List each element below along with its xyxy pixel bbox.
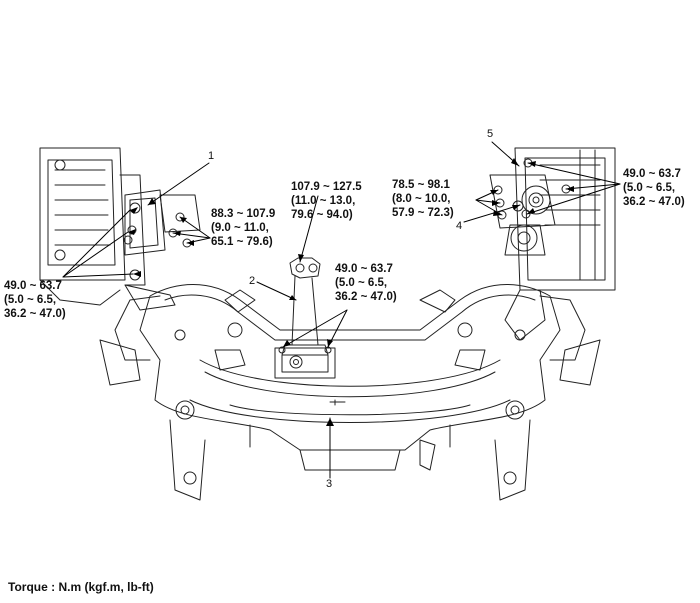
torque-right-bracket-lbft: 57.9 ~ 72.3): [392, 207, 454, 219]
callout-1: 1: [208, 150, 215, 162]
torque-roll-rod-top-kgfm: (11.0 ~ 13.0,: [291, 195, 356, 207]
torque-roll-rod-bottom-kgfm: (5.0 ~ 6.5,: [335, 277, 388, 289]
callout-5: 5: [487, 128, 494, 140]
right-side-structure: [504, 147, 616, 341]
torque-left-bracket: 88.3 ~ 107.9 (9.0 ~ 11.0, 65.1 ~ 79.6): [211, 207, 275, 249]
torque-left-mount-kgfm: (5.0 ~ 6.5,: [4, 294, 57, 306]
torque-right-bracket-kgfm: (8.0 ~ 10.0,: [392, 193, 451, 205]
torque-right-mount-kgfm: (5.0 ~ 6.5,: [623, 182, 676, 194]
subframe: [99, 284, 601, 501]
leader-lines: [62, 141, 621, 479]
torque-roll-rod-bottom: 49.0 ~ 63.7 (5.0 ~ 6.5, 36.2 ~ 47.0): [335, 262, 397, 304]
callout-2: 2: [249, 275, 256, 287]
callout-4: 4: [456, 220, 463, 232]
torque-roll-rod-top-nm: 107.9 ~ 127.5: [291, 181, 362, 193]
roll-rod: [274, 257, 336, 379]
torque-right-bracket: 78.5 ~ 98.1 (8.0 ~ 10.0, 57.9 ~ 72.3): [392, 178, 454, 220]
torque-right-mount-lbft: 36.2 ~ 47.0): [623, 196, 685, 208]
torque-roll-rod-bottom-lbft: 36.2 ~ 47.0): [335, 291, 397, 303]
torque-roll-rod-top-lbft: 79.6 ~ 94.0): [291, 209, 353, 221]
torque-unit-footnote: Torque : N.m (kgf.m, lb-ft): [8, 580, 154, 594]
torque-left-bracket-nm: 88.3 ~ 107.9: [211, 208, 276, 220]
torque-left-mount: 49.0 ~ 63.7 (5.0 ~ 6.5, 36.2 ~ 47.0): [4, 279, 66, 321]
torque-right-bracket-nm: 78.5 ~ 98.1: [392, 179, 450, 191]
torque-left-mount-nm: 49.0 ~ 63.7: [4, 280, 62, 292]
torque-left-bracket-lbft: 65.1 ~ 79.6): [211, 236, 273, 248]
arrowheads: [128, 158, 574, 426]
torque-left-mount-lbft: 36.2 ~ 47.0): [4, 308, 66, 320]
callout-3: 3: [326, 478, 333, 490]
torque-right-mount: 49.0 ~ 63.7 (5.0 ~ 6.5, 36.2 ~ 47.0): [623, 167, 685, 209]
torque-right-mount-nm: 49.0 ~ 63.7: [623, 168, 681, 180]
torque-roll-rod-bottom-nm: 49.0 ~ 63.7: [335, 263, 393, 275]
torque-roll-rod-top: 107.9 ~ 127.5 (11.0 ~ 13.0, 79.6 ~ 94.0): [291, 180, 362, 222]
left-side-structure: [39, 147, 176, 311]
torque-left-bracket-kgfm: (9.0 ~ 11.0,: [211, 222, 269, 234]
right-engine-mount: [489, 158, 571, 256]
